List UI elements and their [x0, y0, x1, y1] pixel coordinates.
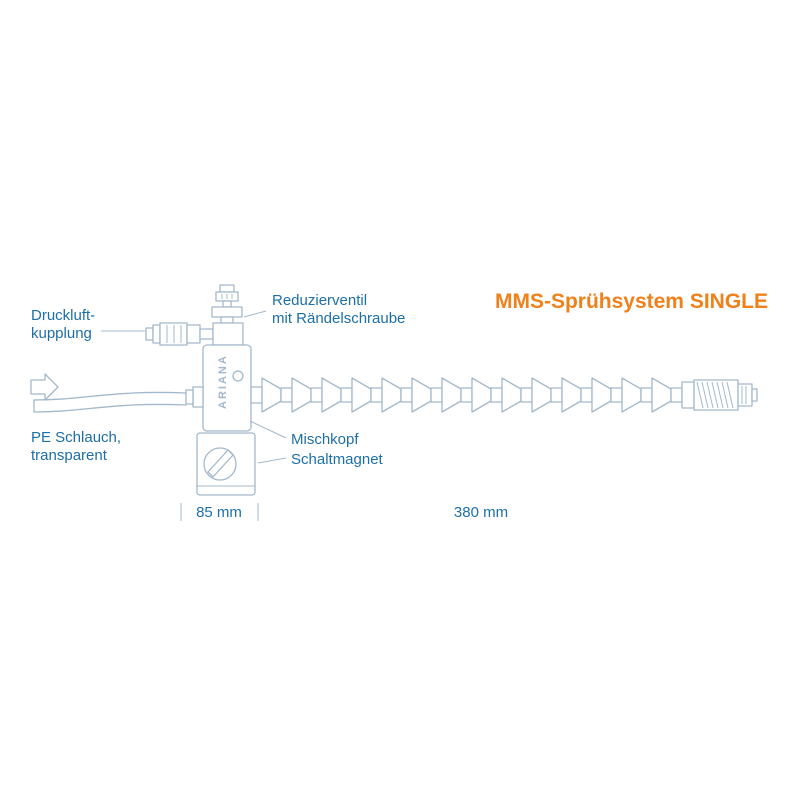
- dimension-85mm: 85 mm: [196, 504, 242, 521]
- label-mischkopf: Mischkopf: [291, 431, 359, 448]
- label-reduzierventil-line2: mit Rändelschraube: [272, 310, 405, 327]
- label-druckluft-line2: kupplung: [31, 325, 92, 342]
- label-reduzierventil-line1: Reduzierventil: [272, 292, 367, 309]
- brand-vertical-text: ARIANA: [217, 354, 229, 409]
- flow-arrow-icon: [30, 373, 59, 401]
- reducing-valve-drawing: [211, 284, 243, 324]
- flexible-hose-drawing: [250, 377, 683, 413]
- air-coupling-drawing: [145, 322, 214, 346]
- label-pe-schlauch-line1: PE Schlauch,: [31, 429, 121, 446]
- label-pe-schlauch-line2: transparent: [31, 447, 108, 464]
- leader-lines: [101, 310, 287, 464]
- valve-body-drawing: ARIANA: [202, 322, 252, 432]
- product-title: MMS-Sprühsystem SINGLE: [495, 290, 768, 313]
- pe-hose-drawing: [33, 386, 204, 413]
- dimension-marks: [180, 503, 259, 521]
- nozzle-drawing: [681, 379, 758, 411]
- label-schaltmagnet: Schaltmagnet: [291, 451, 384, 468]
- label-druckluft-line1: Druckluft-: [31, 307, 95, 324]
- dimension-380mm: 380 mm: [454, 504, 508, 521]
- magnet-base-drawing: [196, 432, 256, 496]
